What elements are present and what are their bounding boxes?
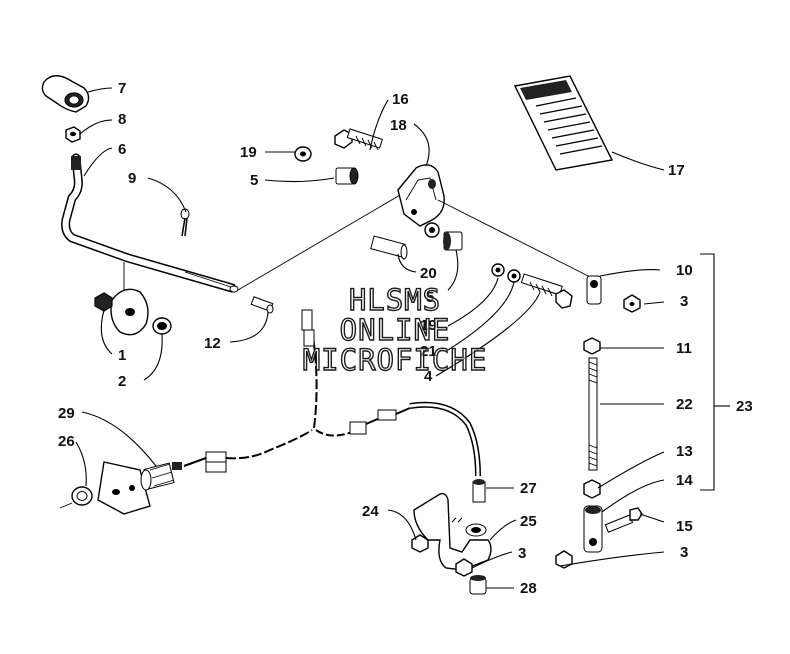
long-bolt <box>520 273 573 309</box>
callout-17: 17 <box>668 162 685 179</box>
shift-lever-rod <box>61 153 239 293</box>
callout-19-lower: 19 <box>420 317 437 334</box>
knob-nut <box>65 126 81 143</box>
callout-5-lower: 5 <box>426 289 434 306</box>
callout-24: 24 <box>362 503 379 520</box>
bracket-bolt <box>334 128 384 151</box>
callout-6: 6 <box>118 141 126 158</box>
callout-28: 28 <box>520 580 537 597</box>
nut-a <box>623 294 641 313</box>
callout-26: 26 <box>58 433 75 450</box>
pivot-pin <box>250 296 274 314</box>
callout-27: 27 <box>520 480 537 497</box>
callout-3-lower: 3 <box>518 545 526 562</box>
callout-20: 20 <box>420 265 437 282</box>
callout-14: 14 <box>676 472 693 489</box>
rod-end <box>586 275 602 305</box>
rod-end-lower <box>583 505 603 553</box>
callout-1: 1 <box>118 347 126 364</box>
switch-washer <box>71 486 93 506</box>
jam-nut-lower <box>583 479 601 499</box>
callout-numbers: 7 8 6 9 1 2 12 16 18 19 5 17 20 5 19 21 … <box>58 80 753 597</box>
switch-cap <box>469 575 487 595</box>
washer-lower <box>491 263 505 277</box>
callout-23: 23 <box>736 398 753 415</box>
callout-8: 8 <box>118 111 126 128</box>
callout-16: 16 <box>392 91 409 108</box>
callout-2: 2 <box>118 373 126 390</box>
shift-decal <box>513 75 614 171</box>
callout-25: 25 <box>520 513 537 530</box>
assembly-bracket <box>700 253 715 491</box>
callout-12: 12 <box>204 335 221 352</box>
callout-19-upper: 19 <box>240 144 257 161</box>
callout-3-right: 3 <box>680 544 688 561</box>
callout-13: 13 <box>676 443 693 460</box>
nut-c <box>455 558 473 577</box>
shift-knob <box>41 75 90 113</box>
neutral-switch <box>97 461 182 515</box>
callout-18: 18 <box>390 117 407 134</box>
bushing-sleeve <box>370 235 408 260</box>
callout-11: 11 <box>676 340 692 357</box>
callout-7: 7 <box>118 80 126 97</box>
shift-bracket <box>397 164 601 283</box>
grommet <box>152 317 172 335</box>
callout-29: 29 <box>58 405 75 422</box>
lock-washer <box>507 269 521 283</box>
callout-3-upper: 3 <box>680 293 688 310</box>
switch-cable <box>409 401 486 503</box>
callout-22: 22 <box>676 396 693 413</box>
jam-nut-upper <box>583 337 601 355</box>
callout-10: 10 <box>676 262 693 279</box>
rod-end-bolt <box>604 507 643 533</box>
callout-21: 21 <box>420 343 437 360</box>
threaded-rod <box>588 357 598 471</box>
bushing-lower <box>424 222 463 251</box>
switch-bracket <box>413 492 492 571</box>
lever-boot <box>94 288 149 336</box>
wiring-harness <box>183 309 411 473</box>
cotter-pin <box>180 208 190 237</box>
bushing-upper <box>335 167 359 185</box>
callout-5-upper: 5 <box>250 172 258 189</box>
callout-15: 15 <box>676 518 693 535</box>
leader-lines <box>75 87 730 589</box>
washer-upper <box>294 146 312 162</box>
callout-4: 4 <box>424 368 433 385</box>
callout-9: 9 <box>128 170 136 187</box>
